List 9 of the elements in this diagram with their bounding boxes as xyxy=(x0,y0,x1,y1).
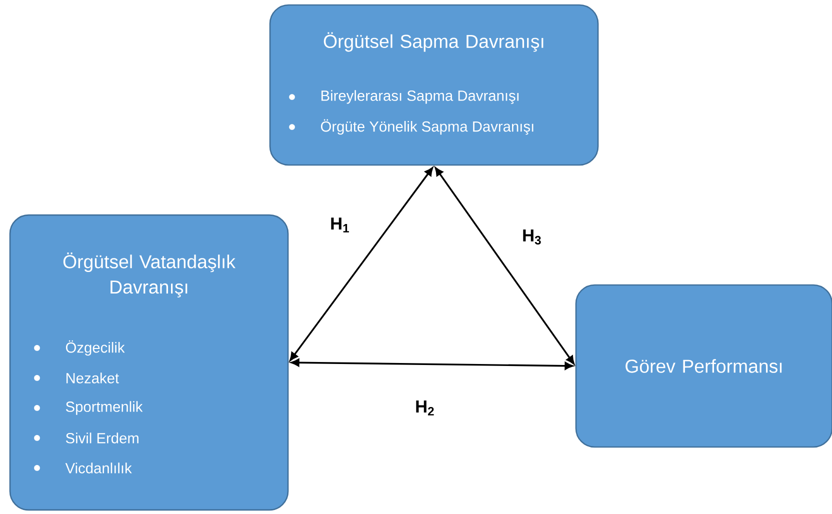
edge-label: H$_{3}$ xyxy=(520,228,544,246)
process-box: Örgütsel Sapma Davranışı Bireylerarası Sapma Davranışı Örgüte Yönelik Sapma Davranışı xyxy=(269,4,599,166)
arrow xyxy=(290,358,574,370)
edge-label: H$_{2}$ xyxy=(414,399,436,417)
arrow xyxy=(290,167,434,361)
process-box: Görev Performansı xyxy=(575,284,832,448)
edge-label: H$_{1}$ xyxy=(328,216,352,234)
process-box: Örgütsel Vatandaşlık Davranışı Özgecilik Nezaket Sportmenlik Sivil Erdem Vicdanlılık xyxy=(9,214,289,511)
arrow xyxy=(434,167,574,364)
